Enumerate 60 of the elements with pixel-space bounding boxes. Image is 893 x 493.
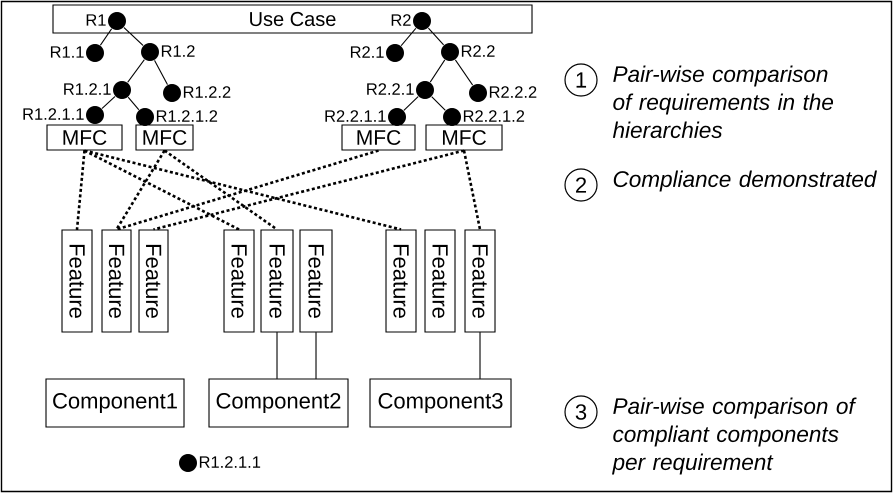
mfc-box: MFC	[341, 124, 416, 151]
feature-box: Feature	[138, 229, 169, 333]
requirement-label: R2.2.1.1	[325, 110, 386, 122]
component-box: Component1	[45, 378, 185, 428]
feature-box: Feature	[101, 229, 132, 333]
connector-line	[154, 60, 168, 85]
requirement-label: R1	[86, 14, 106, 26]
requirement-label: R2.2.1	[367, 83, 414, 95]
requirement-label: R1.2.1.2	[156, 110, 218, 122]
component-box: Component3	[369, 378, 512, 428]
requirement-label: R2.2.1.2	[464, 110, 524, 122]
step-number: 3	[564, 395, 598, 429]
step-description: Compliance demonstrated	[614, 170, 877, 192]
feature-box: Feature	[424, 229, 456, 333]
requirement-label: R2.2	[462, 45, 495, 57]
connector-line	[479, 332, 481, 378]
dotted-link	[84, 149, 402, 231]
connector-line	[404, 96, 419, 111]
feature-box: Feature	[223, 229, 255, 333]
requirement-label: R2.2.2	[490, 86, 536, 98]
connector-line	[315, 332, 317, 378]
step-number: 2	[564, 168, 598, 202]
connector-line	[431, 96, 446, 111]
connector-line	[124, 27, 144, 46]
connector-line	[100, 28, 112, 46]
requirement-label: R2	[392, 14, 411, 26]
requirement-label: R1.2	[162, 45, 195, 57]
requirement-label: R1.2.1	[64, 83, 111, 95]
feature-box: Feature	[61, 229, 93, 333]
mfc-box: MFC	[46, 124, 123, 151]
dotted-link	[164, 150, 278, 231]
step-description: Pair-wise comparison of requirements in the hierarchies	[612, 66, 834, 138]
connector-line	[276, 332, 278, 378]
step-number: 1	[564, 63, 598, 97]
dotted-link	[116, 149, 379, 231]
feature-box: Feature	[385, 229, 417, 333]
mfc-box: MFC	[425, 124, 503, 151]
connector-line	[400, 28, 416, 46]
feature-box: Feature	[464, 229, 496, 333]
feature-box: Feature	[260, 229, 294, 333]
feature-box: Feature	[299, 229, 333, 333]
mfc-box: MFC	[135, 124, 194, 151]
requirement-label: R1.2.1.1	[200, 456, 260, 468]
requirement-label: R1.2.2	[184, 86, 230, 98]
dotted-link	[153, 149, 464, 231]
connector-line	[454, 60, 474, 86]
connector-line	[128, 96, 140, 110]
requirement-label: R1.2.1.1	[23, 108, 84, 120]
dotted-link	[115, 150, 166, 230]
connector-line	[428, 28, 444, 46]
requirement-label: R2.1	[350, 46, 384, 58]
dotted-link	[462, 150, 482, 230]
component-box: Component2	[208, 378, 349, 428]
connector-line	[430, 60, 446, 82]
connector-line	[127, 59, 145, 83]
dotted-link	[76, 150, 86, 230]
step-description: Pair-wise comparison of compliant components per requirement	[612, 398, 857, 475]
dotted-link	[84, 149, 240, 231]
requirement-label: R1.1	[50, 46, 84, 58]
connector-line	[102, 96, 116, 109]
